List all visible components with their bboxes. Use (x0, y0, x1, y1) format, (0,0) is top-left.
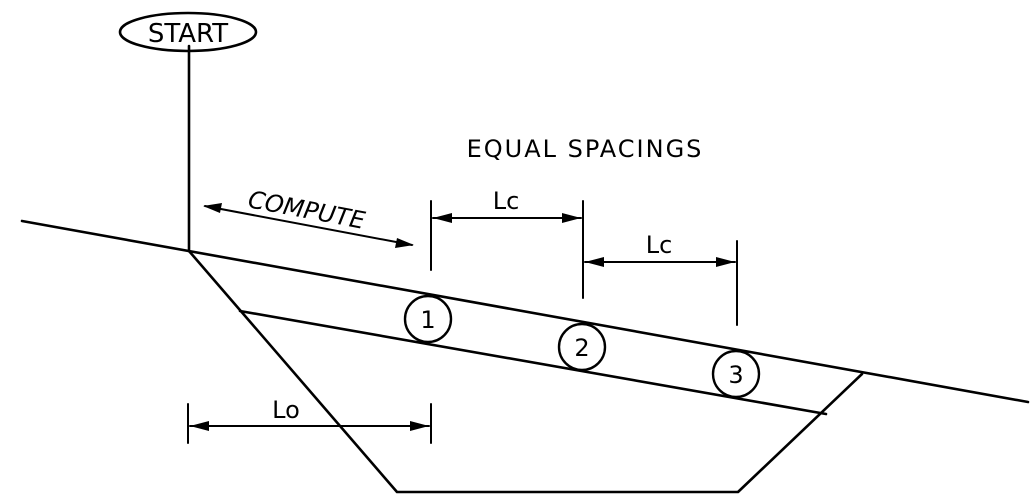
marker-3: 3 (711, 349, 761, 399)
lc-label-2: Lc (646, 231, 673, 259)
trench-outline (187, 249, 864, 494)
compute-arrow-right (395, 238, 414, 248)
start-label: START (148, 19, 228, 49)
start-node: START (118, 11, 258, 53)
lc-dimension-2: Lc (584, 231, 736, 267)
lo-dimension: Lo (187, 396, 432, 444)
compute-dimension-line (204, 205, 413, 246)
lc-dimension-1: Lc (432, 187, 582, 223)
marker-3-circle (711, 349, 761, 399)
equal-spacings-label: EQUAL SPACINGS (467, 135, 704, 163)
lo-arrow-left (190, 421, 209, 431)
marker-1: 1 (403, 294, 453, 344)
marker-2-circle (557, 322, 607, 372)
marker-2: 2 (557, 322, 607, 372)
lc1-arrow-left (433, 213, 452, 223)
start-oval (118, 11, 258, 53)
lc-label-1: Lc (493, 187, 520, 215)
lo-label: Lo (272, 396, 300, 424)
lc2-arrow-left (585, 257, 604, 267)
compute-arrow-left (203, 203, 222, 213)
marker-3-label: 3 (728, 361, 743, 389)
lc2-arrow-right (716, 257, 735, 267)
ground-surface-line (20, 219, 1030, 404)
marker-1-label: 1 (420, 306, 435, 334)
compute-label: COMPUTE (246, 185, 368, 235)
compute-dimension: COMPUTE (203, 185, 414, 248)
lc1-arrow-right (562, 213, 581, 223)
marker-1-circle (403, 294, 453, 344)
marker-2-label: 2 (574, 334, 589, 362)
lo-arrow-right (410, 421, 429, 431)
